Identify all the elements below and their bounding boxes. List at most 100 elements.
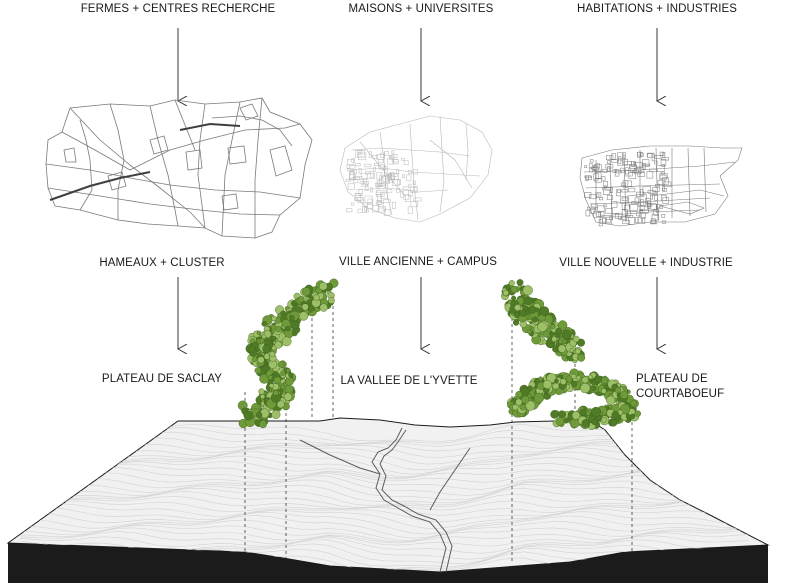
tree xyxy=(610,419,618,427)
tree xyxy=(527,385,533,392)
tree xyxy=(306,298,312,304)
street-block xyxy=(622,180,629,188)
street-block xyxy=(633,161,637,166)
street-block xyxy=(603,189,610,195)
street-block xyxy=(413,197,422,202)
street-block xyxy=(624,170,633,177)
street-block xyxy=(353,179,359,184)
tree xyxy=(271,315,277,322)
street-block xyxy=(621,189,629,193)
street-block xyxy=(647,152,655,158)
tree xyxy=(552,346,559,353)
street-block xyxy=(378,159,384,164)
tree xyxy=(581,419,590,428)
street-block xyxy=(358,189,363,196)
street-block xyxy=(611,201,618,208)
street-block xyxy=(598,197,604,201)
tree xyxy=(327,297,335,304)
tree xyxy=(619,390,629,400)
projection-lines xyxy=(244,300,633,562)
tree xyxy=(551,336,558,343)
street-block xyxy=(375,191,383,195)
street-block xyxy=(657,179,666,185)
tree xyxy=(255,411,263,419)
street-block xyxy=(662,152,666,158)
map-town-streets xyxy=(339,115,493,223)
street-block xyxy=(611,153,616,160)
tree xyxy=(594,375,603,384)
street-block xyxy=(661,157,670,161)
street-block xyxy=(391,150,395,154)
street-block xyxy=(645,198,651,204)
tree xyxy=(251,356,258,363)
tree xyxy=(278,361,285,368)
tree xyxy=(275,325,282,333)
street-block xyxy=(361,183,368,187)
street-block xyxy=(355,150,363,158)
tree xyxy=(519,403,527,411)
tree xyxy=(601,388,607,394)
tree xyxy=(259,338,265,344)
street-block xyxy=(395,188,401,193)
street-block xyxy=(603,181,608,187)
label-bottom-2: LA VALLEE DE L'YVETTE xyxy=(340,375,478,387)
street-block xyxy=(366,209,369,213)
street-block xyxy=(376,182,380,190)
tree xyxy=(527,329,532,335)
street-block xyxy=(594,178,602,183)
contour-line xyxy=(19,491,749,508)
tree xyxy=(263,353,270,360)
tree xyxy=(261,320,268,327)
street-block xyxy=(656,165,665,172)
street-block xyxy=(397,179,401,185)
contour-line xyxy=(19,507,749,529)
street-block xyxy=(636,151,643,157)
street-block xyxy=(351,158,355,163)
street-block xyxy=(592,167,597,171)
tree xyxy=(252,341,259,349)
tree xyxy=(260,394,266,400)
street-block xyxy=(647,189,656,194)
street-block xyxy=(365,184,369,191)
label-middle-2: VILLE ANCIENNE + CAMPUS xyxy=(339,256,497,268)
contour-line xyxy=(19,527,749,544)
street-block xyxy=(642,159,650,166)
tree xyxy=(571,373,577,380)
street-block xyxy=(596,193,600,197)
street-block xyxy=(589,159,594,163)
tree xyxy=(537,321,548,332)
tree xyxy=(299,311,309,321)
tree xyxy=(502,289,509,297)
tree xyxy=(256,330,262,335)
street-block xyxy=(345,178,352,182)
tree xyxy=(511,295,517,301)
street-block xyxy=(621,182,627,186)
street-block xyxy=(621,197,628,202)
tree xyxy=(557,344,567,353)
tree xyxy=(271,335,277,342)
street-block xyxy=(407,206,413,214)
street-block xyxy=(376,189,385,197)
tree xyxy=(611,410,620,419)
street-block xyxy=(629,165,637,173)
label-top-2: MAISONS + UNIVERSITES xyxy=(348,3,494,15)
street-block xyxy=(616,189,621,197)
tree xyxy=(274,341,283,349)
street-block xyxy=(659,204,663,209)
street-block xyxy=(589,194,597,200)
contour-line xyxy=(19,524,749,543)
label-bottom-3-line2: COURTABOEUF xyxy=(636,388,725,400)
contour-line xyxy=(19,483,749,504)
street-block xyxy=(662,197,669,204)
street-block xyxy=(609,215,614,220)
tree xyxy=(288,372,293,378)
tree xyxy=(601,416,607,423)
tree xyxy=(257,356,265,364)
street-block xyxy=(388,175,395,183)
street-block xyxy=(650,193,653,200)
tree xyxy=(254,367,262,374)
contour-line xyxy=(19,531,749,547)
tree xyxy=(558,339,564,344)
street-block xyxy=(372,155,378,159)
contour-line xyxy=(19,461,749,479)
